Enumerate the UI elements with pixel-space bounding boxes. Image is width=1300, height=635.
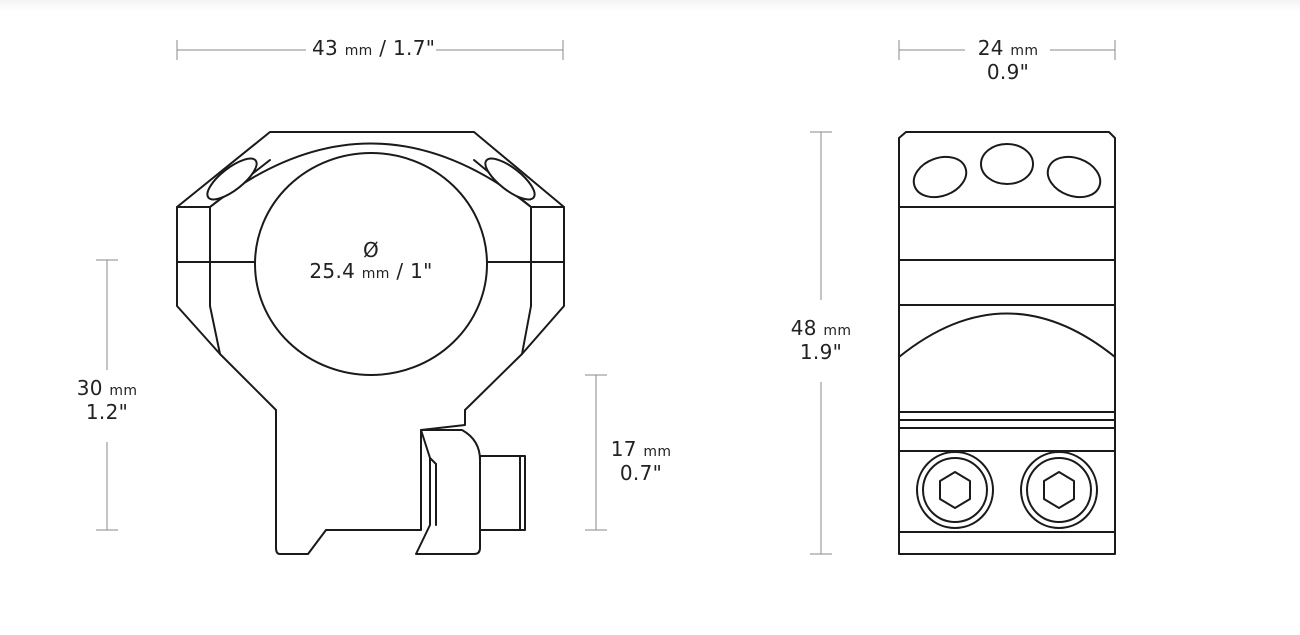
- base-height-label: 17 mm 0.7": [600, 439, 682, 484]
- base-height-inch-value: 0.7": [619, 461, 663, 485]
- tube-diameter-label: Ø 25.4 mm / 1": [301, 240, 441, 285]
- side-hole-center-icon: [980, 143, 1034, 185]
- side-hole-right-icon: [1046, 155, 1102, 199]
- side-body-outline: [898, 131, 1116, 555]
- front-width-dimension-line: [176, 40, 564, 60]
- hex-screw-right-icon: [1020, 451, 1098, 529]
- side-width-mm-value: 24: [977, 36, 1004, 60]
- center-height-label: 30 mm 1.2": [64, 378, 150, 423]
- side-height-inch-value: 1.9": [799, 340, 843, 364]
- side-height-mm-unit: mm: [823, 323, 852, 339]
- clamp-jaw: [415, 429, 481, 555]
- center-height-mm-unit: mm: [109, 383, 138, 399]
- base-height-dimension-line: [585, 374, 607, 531]
- base-height-mm-unit: mm: [643, 444, 672, 460]
- side-tube-arc: [898, 312, 1116, 358]
- side-height-mm-value: 48: [790, 316, 817, 340]
- hex-screw-left-icon: [916, 451, 994, 529]
- tube-separator: /: [396, 259, 404, 283]
- tube-inch-value: 1": [410, 259, 433, 283]
- side-width-label: 24 mm 0.9": [969, 38, 1047, 83]
- front-width-separator: /: [379, 36, 387, 60]
- side-width-dimension-line: [898, 40, 1116, 60]
- front-width-label: 43 mm / 1.7": [312, 36, 436, 62]
- tube-mm-value: 25.4: [309, 259, 356, 283]
- clamp-screw: [479, 455, 526, 531]
- right-top-hole-icon: [484, 157, 536, 201]
- left-top-hole-icon: [206, 157, 258, 201]
- center-height-mm-value: 30: [76, 376, 103, 400]
- diameter-symbol: Ø: [362, 238, 380, 262]
- side-width-inch-value: 0.9": [986, 60, 1030, 84]
- side-height-dimension-line: [810, 131, 832, 555]
- front-view-mount: [176, 131, 565, 555]
- center-height-inch-value: 1.2": [85, 400, 129, 424]
- center-height-dimension-line: [96, 259, 118, 531]
- side-view-mount: [898, 131, 1116, 555]
- tube-mm-unit: mm: [361, 266, 390, 282]
- front-width-mm-unit: mm: [344, 43, 373, 59]
- front-width-mm-value: 43: [312, 36, 339, 60]
- tube-bore-circle: [254, 152, 488, 376]
- side-width-mm-unit: mm: [1010, 43, 1039, 59]
- side-hole-left-icon: [912, 155, 968, 199]
- side-height-label: 48 mm 1.9": [778, 318, 864, 363]
- front-width-inch-value: 1.7": [393, 36, 436, 60]
- base-height-mm-value: 17: [610, 437, 637, 461]
